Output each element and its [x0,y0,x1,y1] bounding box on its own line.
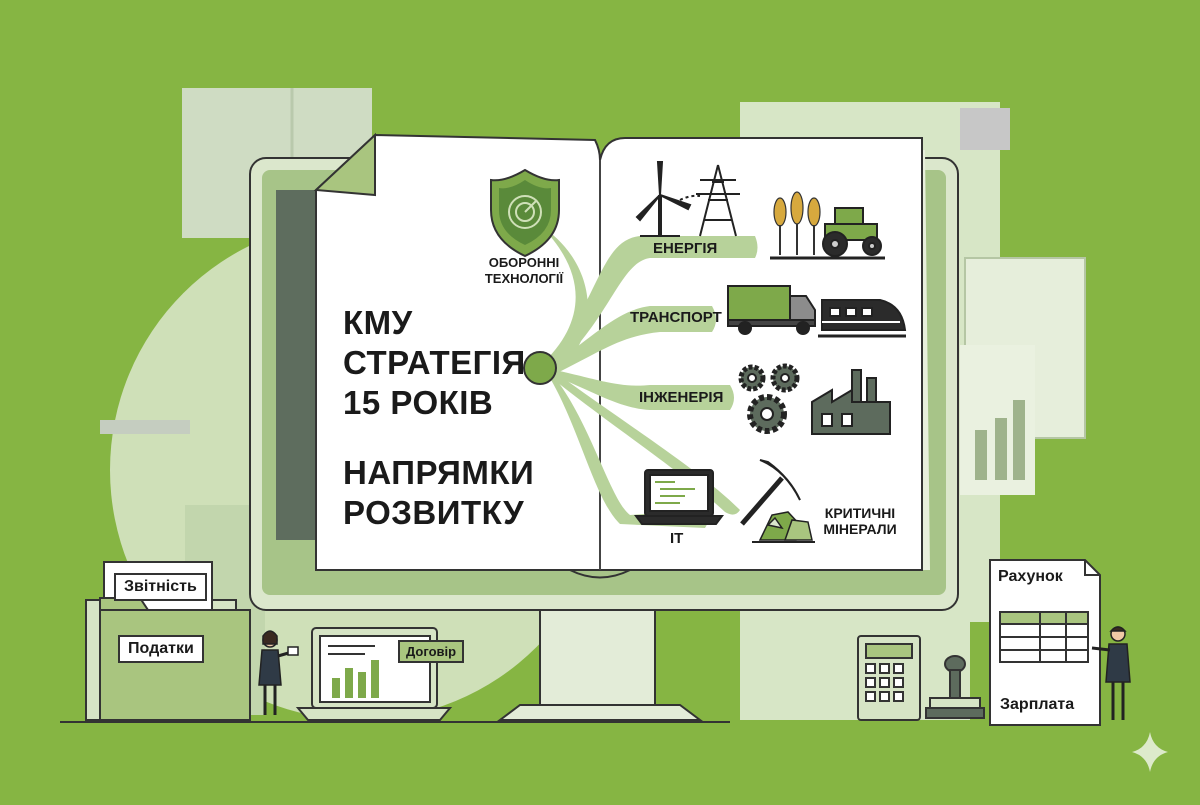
branch-transport: ТРАНСПОРТ [630,309,722,326]
wheat-icon [773,191,821,255]
salary-label: Зарплата [1000,696,1075,713]
contract-tag: Договір [398,640,465,663]
invoice-document [989,559,1101,726]
branch-engineering: ІНЖЕНЕРІЯ [639,389,724,406]
branch-it: IT [670,530,684,547]
laptop-code-icon [634,469,724,525]
sparkle-icon [1132,732,1168,772]
pickaxe-icon [740,459,801,526]
tractor-icon [770,207,885,260]
shield-radar-icon [490,168,560,258]
development-directions: НАПРЯМКИ РОЗВИТКУ [343,454,535,531]
minerals-icon [752,511,815,543]
truck-icon [727,285,816,335]
stamp-icon [925,655,985,719]
branch-energy: ЕНЕРГІЯ [653,240,718,257]
gears-icon [738,363,800,434]
taxes-tag: Податки [118,635,204,663]
reports-tag: Звітність [114,573,207,601]
businesswoman-figure [258,630,299,715]
branch-critical-minerals: КРИТИЧНІ МІНЕРАЛИ [823,505,897,537]
defense-tech-label: ОБОРОННІ ТЕХНОЛОГІЇ [484,255,564,286]
train-icon [818,299,907,338]
center-node [523,351,557,385]
wind-turbine-icon [635,161,692,237]
power-pylon-icon [679,164,740,237]
businessman-figure [1091,626,1131,720]
calculator-icon [857,635,921,721]
factory-icon [811,369,891,435]
invoice-title: Рахунок [998,568,1063,585]
strategy-title: КМУ СТРАТЕГІЯ 15 РОКІВ [343,304,526,421]
